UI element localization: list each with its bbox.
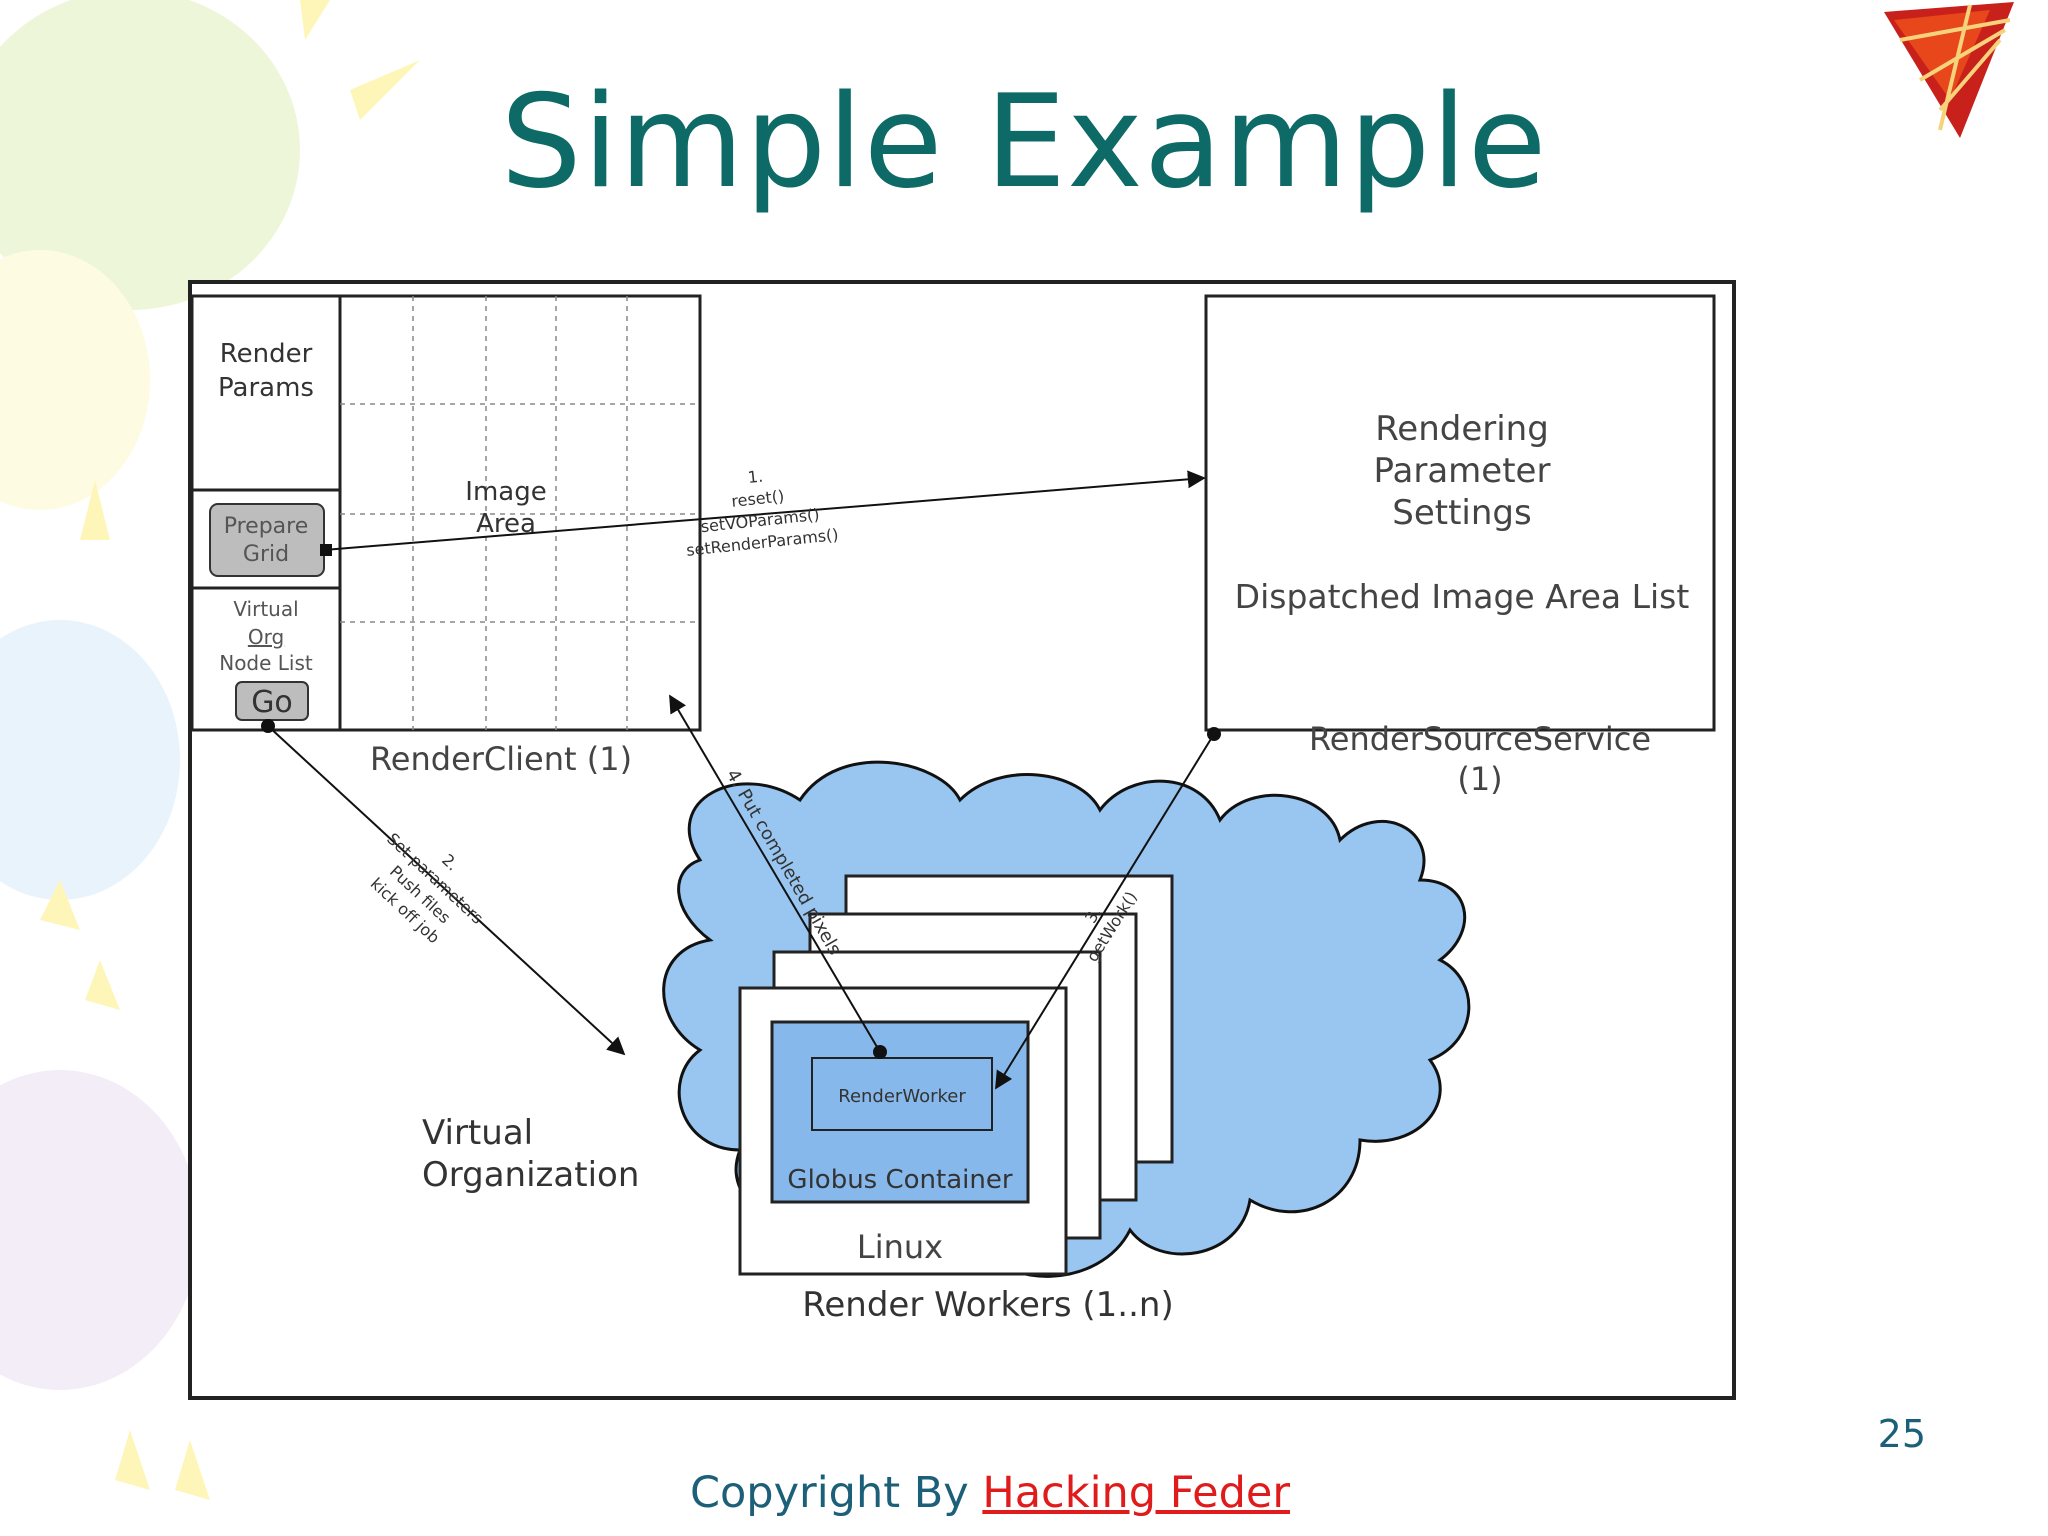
- prepare-grid-button[interactable]: [209, 503, 325, 577]
- image-area-line1: Image: [465, 477, 546, 507]
- render-params-line1: Render: [220, 339, 313, 369]
- balloon-yellow: [0, 250, 150, 510]
- arrow-4: [669, 694, 881, 1053]
- vo-node-list-line2: Org: [248, 625, 284, 649]
- render-params-line2: Params: [218, 373, 314, 403]
- logo-highlight: [1894, 10, 1990, 100]
- go-button[interactable]: [235, 681, 309, 721]
- arrow-2-start: [261, 719, 275, 733]
- sparkle-7: [115, 1430, 150, 1490]
- balloon-blue: [0, 620, 180, 900]
- arrow-4-start: [873, 1045, 887, 1059]
- logo-lines: [1899, 4, 2011, 131]
- go-button-label: Go: [251, 685, 293, 720]
- arrow-1-start: [320, 544, 332, 556]
- vo-node-list-line1: Virtual: [233, 597, 298, 621]
- arrow-1-label-1: 1.: [747, 466, 764, 486]
- settings-line1: Rendering: [1375, 409, 1549, 449]
- render-source-service-count: (1): [1457, 760, 1502, 798]
- sparkle-3: [80, 480, 110, 540]
- sparkle-5: [85, 960, 120, 1010]
- arrow-2: [267, 725, 626, 1056]
- corner-logo: [1884, 2, 2014, 138]
- slide-title: Simple Example: [500, 68, 1548, 217]
- render-worker-label: RenderWorker: [838, 1086, 966, 1107]
- image-area-grid: [340, 296, 700, 730]
- render-workers-label: Render Workers (1..n): [802, 1285, 1173, 1325]
- copyright-footer: Copyright By Hacking Feder: [0, 1468, 1980, 1518]
- settings-line3: Settings: [1392, 493, 1531, 533]
- linux-label: Linux: [857, 1228, 943, 1266]
- arrow-1: [323, 470, 1206, 551]
- sparkle-4: [40, 880, 80, 930]
- render-worker-box: [811, 1057, 993, 1131]
- arrow-3: [995, 733, 1215, 1090]
- arrow-3-start: [1207, 727, 1221, 741]
- render-source-service-box: [1204, 294, 1716, 732]
- vo-node-list-line3: Node List: [219, 651, 313, 675]
- sparkle-6: [175, 1440, 210, 1500]
- globus-container-label: Globus Container: [787, 1165, 1012, 1195]
- page-number: 25: [1877, 1412, 1926, 1456]
- virtual-org-line1: Virtual: [422, 1113, 533, 1153]
- render-source-service-label: RenderSourceService: [1309, 720, 1651, 758]
- render-client-label: RenderClient (1): [370, 740, 632, 778]
- copyright-prefix: Copyright By: [689, 1468, 983, 1518]
- prepare-grid-line1: Prepare: [224, 514, 309, 539]
- virtual-org-line2: Organization: [422, 1155, 639, 1195]
- sparkle-1: [300, 0, 330, 40]
- prepare-grid-line2: Grid: [243, 542, 289, 567]
- balloon-purple: [0, 1070, 200, 1390]
- settings-line2: Parameter: [1374, 451, 1551, 491]
- copyright-link[interactable]: Hacking Feder: [982, 1468, 1291, 1518]
- balloon-green: [0, 0, 300, 310]
- sparkle-2: [350, 60, 420, 120]
- dispatched-image-area-list: Dispatched Image Area List: [1235, 577, 1690, 616]
